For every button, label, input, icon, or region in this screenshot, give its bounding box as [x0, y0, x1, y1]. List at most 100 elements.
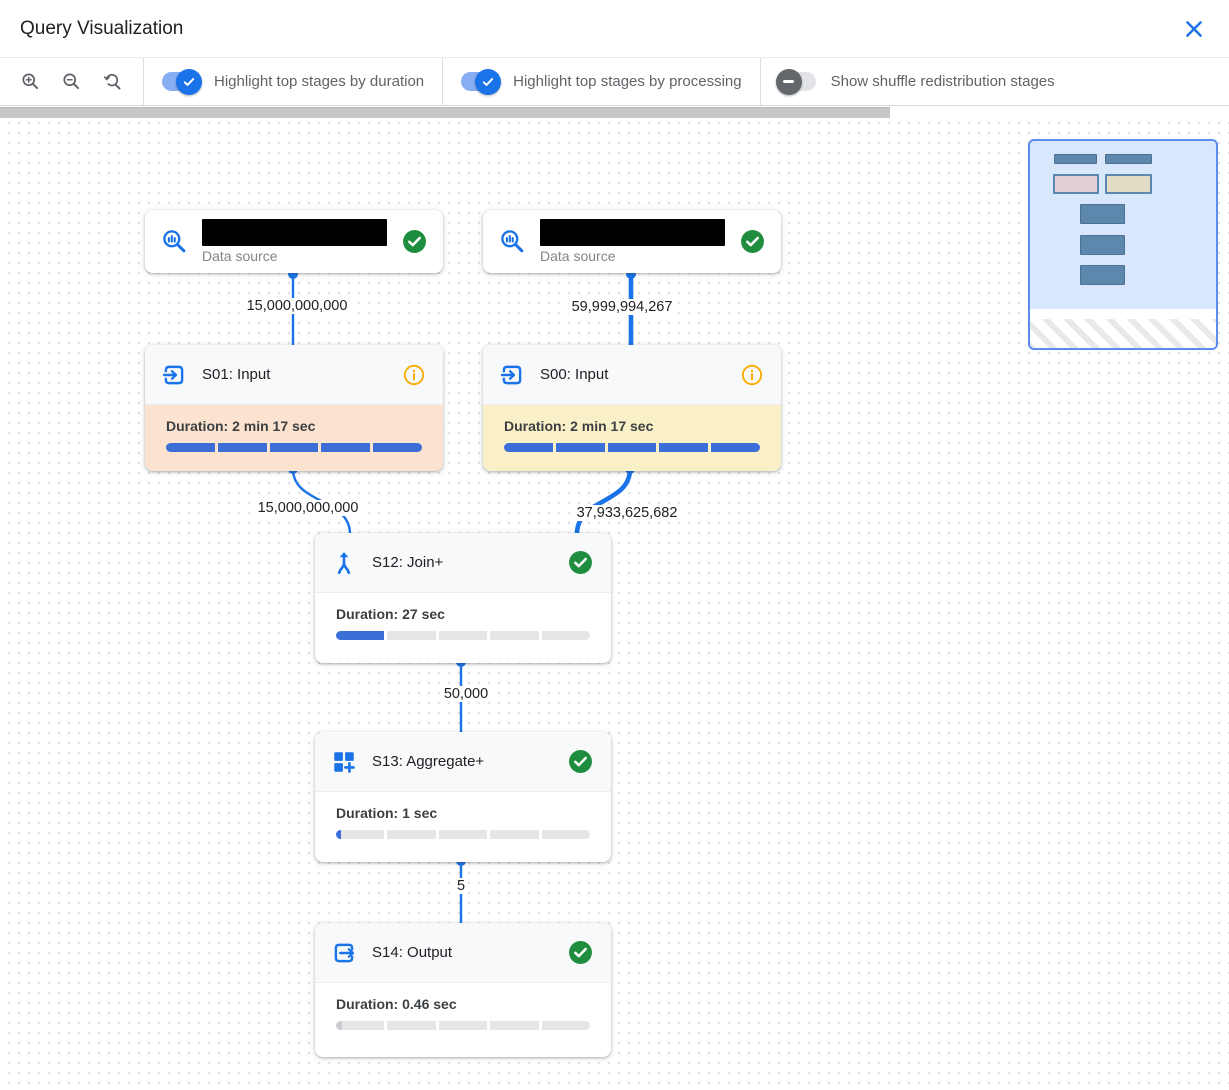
info-icon[interactable]	[403, 364, 425, 386]
scrollbar-thumb[interactable]	[0, 107, 890, 118]
duration-label: Duration: 27 sec	[336, 606, 445, 622]
stage-duration-section: Duration: 2 min 17 sec	[483, 405, 781, 471]
stage-title: S00: Input	[540, 366, 609, 383]
progress-segment	[217, 443, 267, 452]
join-icon	[337, 551, 351, 574]
zoom-out-button[interactable]	[59, 69, 84, 94]
highlight-duration-toggle-label: Highlight top stages by duration	[214, 73, 425, 90]
node-data-source-left[interactable]: Data source	[145, 210, 443, 273]
horizontal-scrollbar[interactable]	[0, 106, 1229, 122]
stage-title: S14: Output	[372, 944, 453, 961]
node-data-source-right[interactable]: Data source	[483, 210, 781, 273]
progress-segment	[438, 631, 488, 640]
stage-duration-section: Duration: 27 sec	[315, 593, 611, 663]
zoom-in-button[interactable]	[18, 69, 43, 94]
progress-segment	[607, 443, 657, 452]
node-S01[interactable]: S01: Input Duration: 2 min 17 sec	[145, 345, 443, 471]
zoom-reset-icon	[103, 73, 121, 90]
edge-label: 15,000,000,000	[243, 298, 351, 314]
toggle-knob	[475, 68, 502, 95]
progress-bar	[336, 830, 590, 839]
progress-segment	[336, 830, 385, 839]
close-button[interactable]	[1179, 14, 1209, 44]
data-source-icon	[501, 230, 524, 253]
zoom-reset-button[interactable]	[100, 69, 125, 94]
success-icon	[741, 230, 764, 253]
success-icon	[569, 941, 592, 964]
toggle-knob	[775, 68, 802, 95]
progress-bar	[504, 443, 760, 452]
stage-title: S13: Aggregate+	[372, 753, 485, 770]
data-source-icon	[163, 230, 186, 253]
data-source-info: Data source	[540, 219, 725, 264]
node-S13[interactable]: S13: Aggregate+ Duration: 1 sec	[315, 732, 611, 862]
progress-segment	[541, 830, 590, 839]
duration-label: Duration: 1 sec	[336, 805, 438, 821]
progress-segment	[504, 443, 553, 452]
edge-label: 5	[453, 878, 469, 894]
node-S14[interactable]: S14: Output Duration: 0.46 sec	[315, 923, 611, 1057]
toolbar-divider	[143, 58, 144, 105]
progress-segment	[438, 1021, 488, 1030]
progress-segment	[387, 1021, 436, 1030]
stage-duration-section: Duration: 0.46 sec	[315, 983, 611, 1057]
edge-label: 50,000	[440, 686, 492, 702]
progress-segment	[336, 1021, 385, 1030]
progress-segment	[336, 631, 385, 640]
minimap-node	[1080, 265, 1125, 285]
redacted-table-name	[540, 219, 725, 246]
stage-header: S14: Output	[315, 923, 611, 983]
edge-label: 59,999,994,267	[568, 299, 676, 315]
progress-bar	[166, 443, 422, 452]
toolbar-divider	[759, 58, 761, 105]
progress-segment	[387, 631, 436, 640]
progress-segment	[438, 830, 488, 839]
progress-segment	[166, 443, 215, 452]
highlight-processing-toggle-label: Highlight top stages by processing	[513, 73, 742, 90]
graph-canvas[interactable]: 15,000,000,000 59,999,994,267 15,000,000…	[0, 122, 1229, 1090]
highlight-processing-toggle[interactable]	[461, 68, 502, 95]
stage-header: S13: Aggregate+	[315, 732, 611, 792]
edge	[574, 466, 633, 537]
progress-segment	[387, 830, 436, 839]
progress-segment	[541, 631, 590, 640]
info-icon[interactable]	[741, 364, 763, 386]
success-icon	[569, 750, 592, 773]
input-icon	[162, 365, 184, 384]
progress-bar	[336, 631, 590, 640]
success-icon	[569, 551, 592, 574]
stage-title: S12: Join+	[372, 554, 444, 571]
data-source-label: Data source	[540, 248, 616, 264]
node-S00[interactable]: S00: Input Duration: 2 min 17 sec	[483, 345, 781, 471]
zoom-out-icon	[63, 73, 80, 90]
minimap-node	[1105, 154, 1152, 164]
check-icon	[482, 77, 494, 86]
page-title: Query Visualization	[20, 17, 184, 39]
stage-duration-section: Duration: 1 sec	[315, 792, 611, 862]
minimap-node-highlight-duration	[1053, 174, 1099, 194]
stage-header: S00: Input	[483, 345, 781, 405]
minimap[interactable]	[1028, 139, 1218, 350]
stage-duration-section: Duration: 2 min 17 sec	[145, 405, 443, 471]
toolbar-divider	[442, 58, 444, 105]
minus-icon	[783, 80, 795, 83]
highlight-duration-toggle[interactable]	[162, 68, 202, 95]
progress-segment	[659, 443, 709, 452]
show-shuffle-toggle[interactable]	[775, 68, 816, 95]
minimap-node	[1080, 204, 1125, 224]
processing-toggle-group: Highlight top stages by processing	[443, 58, 759, 105]
node-S12[interactable]: S12: Join+ Duration: 27 sec	[315, 533, 611, 663]
minimap-node	[1054, 154, 1097, 164]
minimap-empty-strip	[1030, 309, 1216, 319]
shuffle-toggle-group: Show shuffle redistribution stages	[761, 58, 1073, 105]
progress-segment	[321, 443, 371, 452]
check-icon	[183, 77, 195, 86]
toggle-knob	[176, 68, 202, 95]
progress-segment	[490, 631, 539, 640]
progress-segment	[490, 830, 539, 839]
aggregate-icon	[334, 751, 355, 773]
progress-segment	[490, 1021, 539, 1030]
stage-title: S01: Input	[202, 366, 271, 383]
progress-segment	[269, 443, 319, 452]
progress-segment	[373, 443, 422, 452]
